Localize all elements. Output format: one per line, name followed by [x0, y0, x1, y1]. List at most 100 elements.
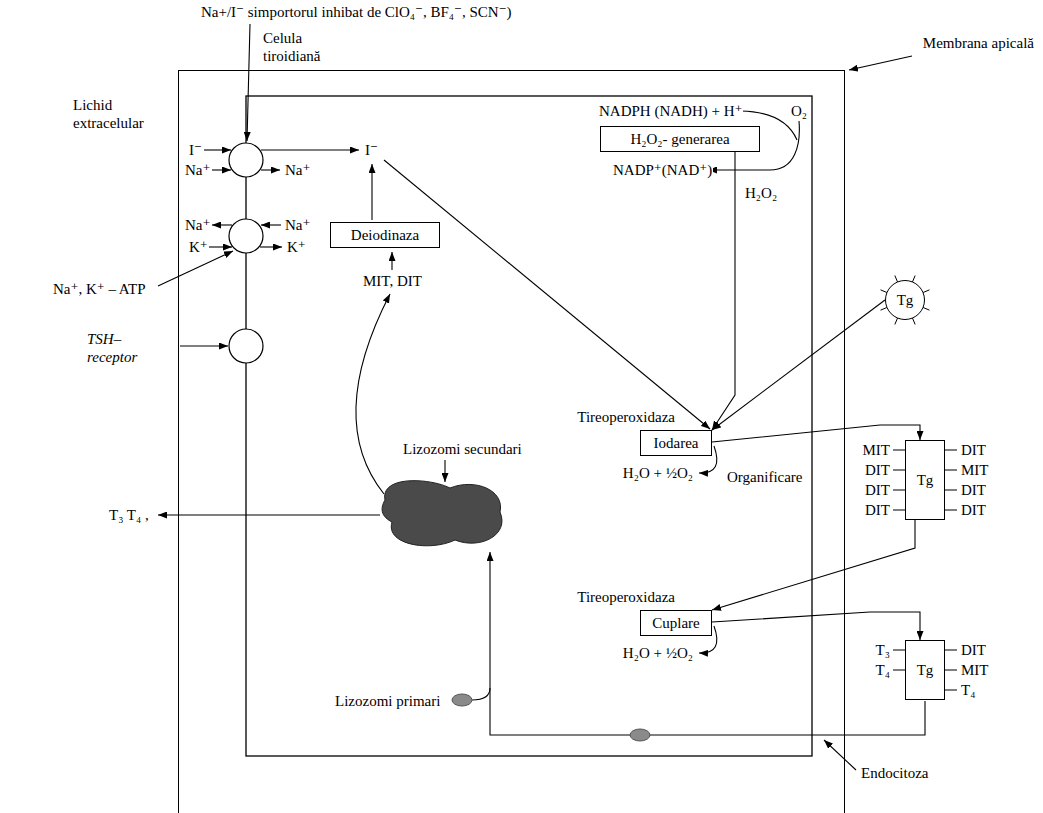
connector-arrow [712, 612, 920, 640]
residue-ticks [945, 450, 957, 510]
protein-spike [895, 318, 898, 324]
label-text: T₃ T₄ , [108, 506, 150, 524]
atpase-circle [229, 219, 263, 253]
connector-arrow [712, 425, 920, 442]
symporter-circle [229, 143, 263, 177]
label-text: T₃ [875, 641, 891, 659]
connector-arrow [712, 520, 915, 610]
label-text: H₂O + ½O₂ [622, 644, 694, 662]
recycle-arrow [356, 294, 390, 494]
enzyme-box: Deiodinaza [330, 222, 440, 248]
secondary-lysosome [382, 481, 502, 546]
label-text: NADPH (NADH) + H⁺ [598, 102, 743, 120]
label-text: K⁺ [286, 238, 307, 256]
label-text: K⁺ [188, 238, 209, 256]
lysosome-join [472, 688, 490, 700]
potassium-arrow [260, 246, 282, 247]
process-box: H₂O₂- generarea [600, 126, 760, 152]
label-text: MIT, DIT [362, 272, 423, 290]
process-box: Cuplare [640, 610, 712, 636]
leader-line [180, 345, 228, 346]
label-text: T₄ [875, 661, 891, 679]
potassium-arrow [206, 246, 232, 247]
residue-ticks [893, 450, 905, 510]
label-text: Na+/I⁻ simportorul inhibat de ClO₄⁻, BF₄… [200, 3, 513, 21]
iodide-arrow [261, 149, 359, 150]
leader-line [444, 460, 445, 482]
label-text: DIT [864, 461, 891, 479]
label-text: Tireoperoxidaza [576, 588, 676, 606]
label-text: DIT [960, 481, 987, 499]
label-text: I⁻ [364, 141, 379, 159]
hormone-release-arrow [158, 514, 380, 515]
node-text: Tg [897, 291, 914, 309]
leader-line [824, 740, 856, 770]
sodium-arrow [261, 169, 280, 170]
label-text: Lichid extracelular [72, 96, 169, 132]
label-text: MIT [862, 441, 892, 459]
label-text: I⁻ [188, 141, 203, 159]
substrate-arrow [391, 252, 392, 270]
label-text: Membrana apicală [922, 34, 1035, 52]
iodide-return-arrow [371, 164, 372, 220]
connector-arrow [712, 300, 885, 430]
label-text: H₂O + ½O₂ [622, 464, 694, 482]
sodium-arrow [261, 224, 281, 225]
label-text: MIT [960, 661, 990, 679]
inner-membrane [246, 96, 812, 756]
label-text: O₂ [790, 102, 808, 120]
protein-spike [912, 318, 915, 324]
residue-ticks [945, 650, 957, 690]
protein-spike [912, 276, 915, 282]
iodide-arrow [384, 160, 710, 429]
leader-line [247, 24, 250, 141]
node-text: Cuplare [652, 614, 699, 632]
node-text: H₂O₂- generarea [630, 130, 729, 148]
label-text: DIT [960, 501, 987, 519]
label-text: NADP⁺(NAD⁺) [612, 161, 713, 179]
label-text: H₂O₂ [744, 184, 778, 202]
node-text: Celula tiroidiană [263, 29, 347, 65]
label-text: Lizozomi primari [334, 692, 441, 710]
label-text: DIT [864, 481, 891, 499]
process-box: Iodarea [640, 430, 712, 456]
label-text: MIT [960, 461, 990, 479]
node-text: Iodarea [654, 434, 699, 452]
receptor-circle [229, 329, 263, 363]
iodide-arrow [204, 149, 231, 150]
node-text: Tg [917, 471, 934, 489]
label-text: TSH–receptor [86, 330, 160, 366]
sodium-arrow [212, 224, 232, 225]
endocytic-vesicle [630, 729, 650, 741]
connector-arrow [712, 152, 735, 430]
primary-lysosome [452, 694, 472, 706]
protein-spike [881, 290, 887, 293]
label-text: Na⁺ [184, 161, 211, 179]
label-text: Endocitoza [860, 764, 929, 782]
protein-spike [895, 276, 898, 282]
label-text: Na⁺ [284, 161, 311, 179]
protein-box: Tg [905, 440, 945, 520]
label-text: DIT [960, 641, 987, 659]
label-text: Organificare [726, 468, 804, 486]
protein-box: Tg [905, 640, 945, 700]
node-text: Tg [917, 661, 934, 679]
leader-line [158, 251, 233, 286]
protein-circle: Tg [885, 280, 925, 320]
label-text: Na⁺ [284, 216, 311, 234]
label-text: T₄ [960, 681, 976, 699]
protein-spike [923, 307, 929, 310]
protein-spike [881, 307, 887, 310]
label-text: DIT [960, 441, 987, 459]
protein-circle-outline [886, 281, 925, 320]
protein-spike [923, 290, 929, 293]
label-text: Na⁺ [184, 216, 211, 234]
residue-ticks [893, 650, 905, 670]
node-text: Deiodinaza [351, 226, 419, 244]
sodium-arrow [212, 169, 231, 170]
label-text: Lizozomi secundari [402, 440, 523, 458]
label-text: Na⁺, K⁺ – ATP [52, 280, 147, 298]
label-text: DIT [864, 501, 891, 519]
leader-line [849, 56, 912, 70]
